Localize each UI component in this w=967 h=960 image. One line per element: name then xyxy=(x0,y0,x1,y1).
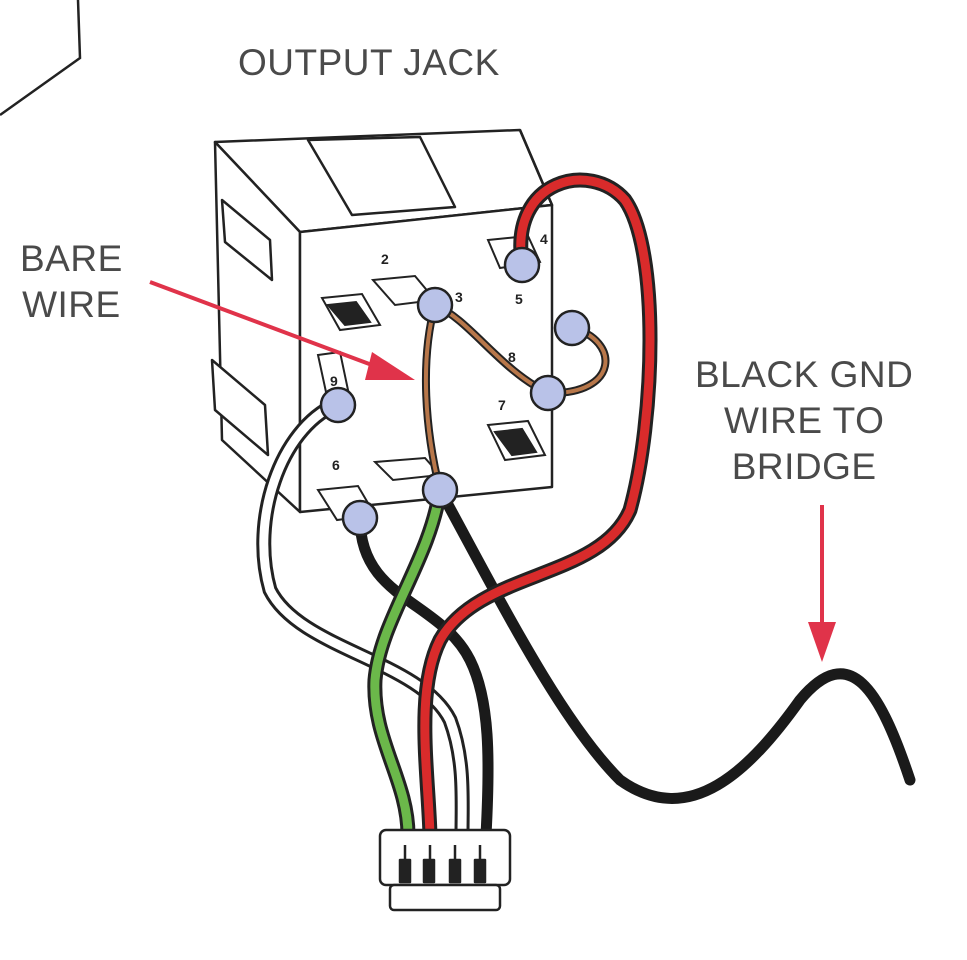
bare-wire-label: BARE WIRE xyxy=(20,238,123,325)
pin-number: 2 xyxy=(381,251,389,267)
solder-joints xyxy=(319,246,591,537)
black-gnd-arrow xyxy=(808,505,836,662)
red-wire xyxy=(417,172,658,843)
wire-connector xyxy=(378,828,512,912)
green-wire xyxy=(367,482,448,843)
pin-number: 9 xyxy=(330,373,338,389)
black-wire xyxy=(354,512,494,841)
solder-joint xyxy=(553,309,591,347)
solder-joint xyxy=(529,374,567,412)
pin-number: 3 xyxy=(455,289,463,305)
black-gnd-wire-label: BLACK GND WIRE TO BRIDGE xyxy=(695,354,914,487)
bare-wire-arrow xyxy=(149,280,415,380)
solder-joint xyxy=(319,386,357,424)
pin-number-labels: 2 3 4 5 6 7 8 9 xyxy=(330,231,548,473)
pin-number: 6 xyxy=(332,457,340,473)
solder-joint xyxy=(421,471,459,509)
white-wire xyxy=(256,397,470,843)
pin-number: 5 xyxy=(515,291,523,307)
output-jack-body xyxy=(210,128,554,514)
pin-number: 4 xyxy=(540,231,548,247)
solder-joint xyxy=(341,499,379,537)
pin-number: 8 xyxy=(508,349,516,365)
solder-joint xyxy=(416,286,454,324)
solder-joint xyxy=(503,246,541,284)
output-jack-label: OUTPUT JACK xyxy=(238,42,500,83)
black-gnd-wire xyxy=(434,484,916,804)
hex-outline-fragment xyxy=(0,0,82,117)
pin-number: 7 xyxy=(498,397,506,413)
